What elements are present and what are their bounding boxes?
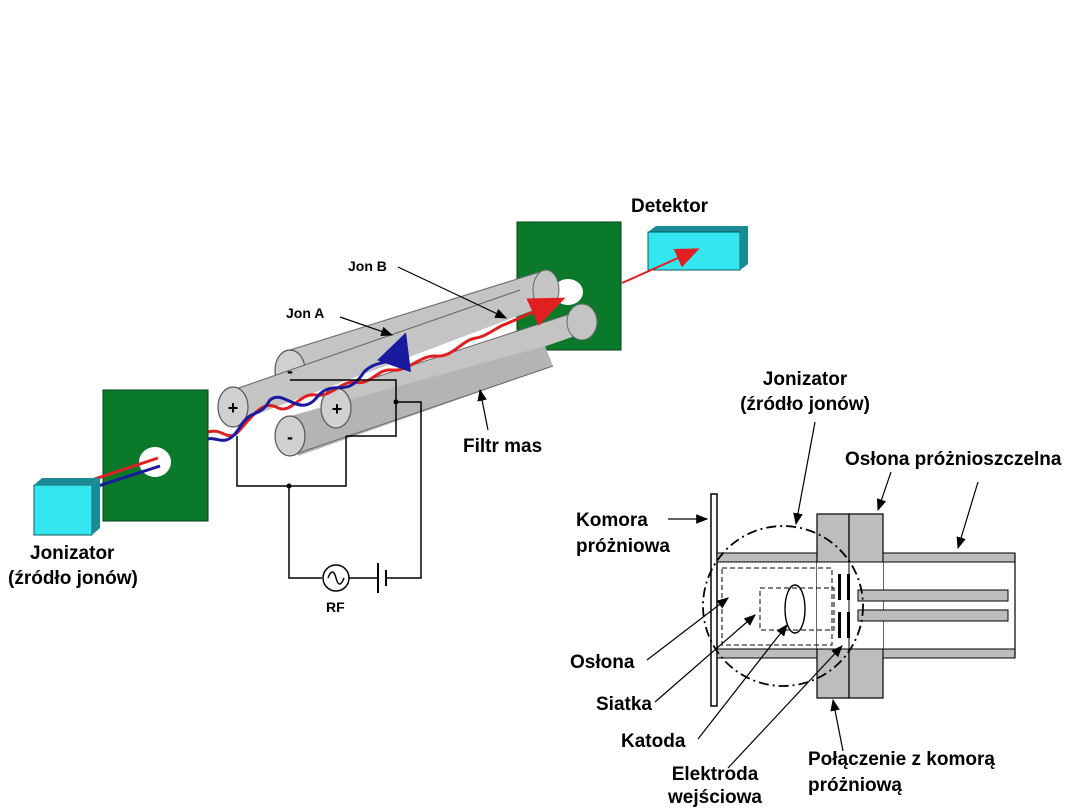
label-siatka: Siatka	[596, 694, 652, 715]
rod-plus-right: +	[332, 399, 343, 419]
label-jon-b: Jon B	[348, 258, 387, 274]
label-oslona-prozniosz: Osłona próżnioszczelna	[845, 449, 1062, 470]
ionizer-cross-section	[702, 493, 1016, 707]
pointer-lines-top	[339, 266, 508, 431]
label-prozniowa: próżniowa	[576, 536, 670, 557]
label-wejsciowa: wejściowa	[667, 787, 762, 808]
rf-circuit	[236, 379, 422, 593]
rod-minus-top: -	[287, 361, 293, 381]
label-jonizator-right: Jonizator	[763, 369, 848, 390]
label-jonizator-left: Jonizator	[30, 543, 115, 564]
quadrupole-rods	[217, 269, 598, 457]
label-oslona: Osłona	[570, 652, 635, 673]
label-zrodlo-left: (źródło jonów)	[8, 568, 138, 589]
label-elektroda: Elektroda	[672, 764, 759, 785]
label-prozniowa-2: próżniową	[808, 775, 902, 796]
ionizer-box	[33, 478, 100, 536]
rod-plus-left: +	[228, 398, 239, 418]
label-zrodlo-right: (źródło jonów)	[740, 394, 870, 415]
rod-minus-bottom: -	[287, 427, 293, 447]
label-rf: RF	[326, 599, 345, 615]
label-polaczenie: Połączenie z komorą	[808, 749, 995, 770]
label-filtr-mas: Filtr mas	[463, 436, 542, 457]
label-detektor: Detektor	[631, 196, 709, 217]
detector-box	[647, 226, 748, 271]
label-komora: Komora	[576, 510, 648, 531]
pointer-lines-bottom	[646, 421, 979, 769]
entrance-plate	[91, 389, 209, 522]
label-katoda: Katoda	[621, 731, 686, 752]
label-jon-a: Jon A	[286, 305, 324, 321]
